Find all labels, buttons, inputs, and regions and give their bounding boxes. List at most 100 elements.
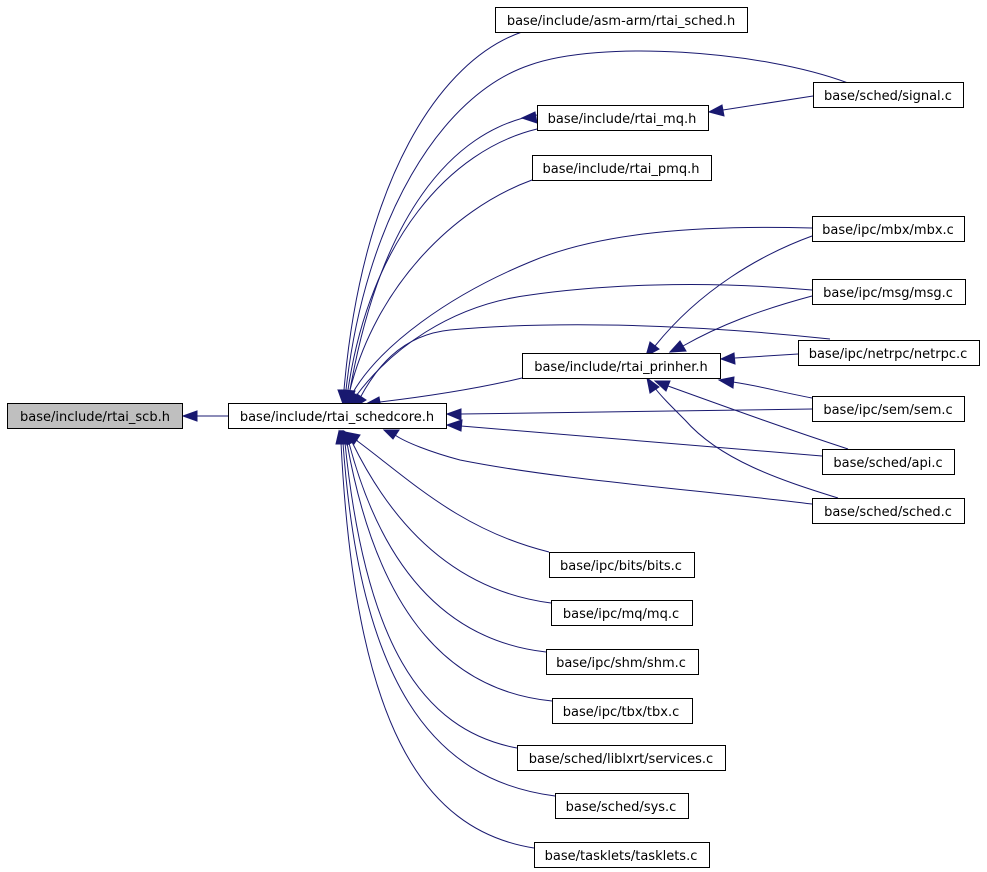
edge-sem-to-prinher: [732, 381, 813, 399]
node-label[interactable]: base/sched/sys.c: [566, 800, 677, 815]
node-box: [517, 745, 726, 771]
edge-arrowhead: [707, 104, 725, 117]
node-layer: base/include/rtai_scb.h base/include/rta…: [7, 7, 980, 868]
node-label[interactable]: base/tasklets/tasklets.c: [545, 849, 698, 864]
node-label[interactable]: base/include/rtai_mq.h: [548, 112, 697, 127]
edge-arrowhead: [668, 340, 687, 353]
edge-rtai-mq-to-schedcore: [347, 128, 538, 391]
node-label[interactable]: base/include/rtai_schedcore.h: [240, 410, 434, 425]
node-ipc-sem-c[interactable]: base/ipc/sem/sem.c: [812, 396, 965, 422]
node-sched-sys-c[interactable]: base/sched/sys.c: [555, 793, 689, 819]
node-box: [555, 793, 689, 819]
edge-netrpc-to-prinher: [734, 353, 799, 359]
edge-tbx-to-schedcore: [346, 442, 553, 702]
node-label[interactable]: base/ipc/sem/sem.c: [823, 403, 952, 418]
node-ipc-mbx-c[interactable]: base/ipc/mbx/mbx.c: [812, 216, 965, 242]
edge-signal-to-rtai-mq: [722, 95, 814, 111]
edge-msg-to-prinher: [682, 295, 813, 347]
node-label[interactable]: base/sched/liblxrt/services.c: [529, 752, 713, 767]
node-ipc-msg-c[interactable]: base/ipc/msg/msg.c: [812, 279, 966, 305]
edge-arrowhead: [181, 410, 198, 422]
node-box: [551, 600, 693, 626]
node-ipc-netrpc-c[interactable]: base/ipc/netrpc/netrpc.c: [798, 340, 980, 366]
edge-arrowhead: [335, 429, 347, 445]
edge-arrowhead: [520, 111, 538, 124]
node-label[interactable]: base/sched/sched.c: [824, 505, 952, 520]
node-label[interactable]: base/ipc/netrpc/netrpc.c: [809, 347, 968, 362]
edge-api-to-schedcore: [460, 425, 823, 457]
node-box: [522, 353, 721, 379]
edge-prinher-to-schedcore: [379, 377, 523, 403]
edge-arrowhead: [717, 376, 735, 389]
edge-mbx-to-prinher: [654, 235, 813, 347]
node-box: [228, 403, 447, 429]
edge-rtai-mq-upper-curve: [349, 114, 538, 391]
node-rtai-mq-h[interactable]: base/include/rtai_mq.h: [537, 105, 709, 131]
edge-mbx-to-schedcore: [351, 226, 813, 395]
node-box: [798, 340, 980, 366]
node-label[interactable]: base/include/rtai_pmq.h: [543, 162, 700, 177]
edge-netrpc-to-schedcore: [359, 324, 831, 399]
node-box: [532, 155, 712, 181]
node-box: [495, 7, 748, 33]
node-box: [822, 449, 955, 475]
node-sched-sched-c[interactable]: base/sched/sched.c: [812, 498, 965, 524]
edge-sem-to-schedcore: [460, 408, 813, 415]
node-box: [534, 842, 710, 868]
edge-layer: [181, 31, 849, 849]
edge-arrowhead: [445, 419, 463, 432]
edge-msg-to-schedcore: [355, 284, 813, 397]
node-label: base/include/rtai_scb.h: [20, 410, 170, 425]
node-asm-arm-rtai-sched-h[interactable]: base/include/asm-arm/rtai_sched.h: [495, 7, 748, 33]
edge-sys-to-schedcore: [342, 442, 556, 797]
node-label[interactable]: base/ipc/bits/bits.c: [560, 559, 682, 574]
edge-arrowhead: [382, 429, 400, 440]
node-box: [812, 396, 965, 422]
node-label[interactable]: base/ipc/shm/shm.c: [556, 656, 686, 671]
node-box: [813, 82, 964, 108]
node-box: [552, 698, 693, 724]
node-rtai-schedcore-h[interactable]: base/include/rtai_schedcore.h: [228, 403, 447, 429]
edge-sched-to-schedcore: [394, 434, 813, 505]
edge-sched-to-prinher: [654, 387, 839, 499]
node-label[interactable]: base/ipc/mq/mq.c: [563, 607, 679, 622]
edge-services-to-schedcore: [344, 442, 518, 749]
edge-shm-to-schedcore: [348, 442, 547, 653]
edge-arrowhead: [653, 380, 671, 392]
node-ipc-tbx-c[interactable]: base/ipc/tbx/tbx.c: [552, 698, 693, 724]
node-ipc-bits-c[interactable]: base/ipc/bits/bits.c: [549, 552, 695, 578]
node-rtai-scb-h: base/include/rtai_scb.h: [7, 403, 183, 429]
edge-arrowhead: [719, 352, 736, 365]
node-label[interactable]: base/include/rtai_prinher.h: [534, 360, 708, 375]
edge-signal-to-schedcore: [345, 50, 849, 391]
edge-arrowhead: [646, 376, 660, 394]
edge-arrowhead: [645, 341, 660, 358]
node-label[interactable]: base/include/asm-arm/rtai_sched.h: [507, 14, 735, 29]
edge-tasklets-to-schedcore: [340, 442, 535, 849]
node-label[interactable]: base/sched/api.c: [833, 456, 942, 471]
edge-mq-to-schedcore: [351, 441, 552, 604]
node-label[interactable]: base/ipc/msg/msg.c: [823, 286, 953, 301]
node-ipc-mq-c[interactable]: base/ipc/mq/mq.c: [551, 600, 693, 626]
edge-api-to-prinher: [667, 385, 849, 450]
node-sched-signal-c[interactable]: base/sched/signal.c: [813, 82, 964, 108]
node-box: [549, 552, 695, 578]
edge-arrowhead: [445, 408, 462, 421]
node-label[interactable]: base/sched/signal.c: [824, 89, 952, 104]
edge-bits-to-schedcore: [355, 439, 550, 553]
node-box: [546, 649, 699, 675]
node-box: [7, 403, 183, 429]
edge-rtai-pmq-to-schedcore: [349, 179, 533, 391]
node-sched-liblxrt-services-c[interactable]: base/sched/liblxrt/services.c: [517, 745, 726, 771]
node-label[interactable]: base/ipc/mbx/mbx.c: [822, 223, 954, 238]
node-tasklets-c[interactable]: base/tasklets/tasklets.c: [534, 842, 710, 868]
node-ipc-shm-c[interactable]: base/ipc/shm/shm.c: [546, 649, 699, 675]
node-rtai-pmq-h[interactable]: base/include/rtai_pmq.h: [532, 155, 712, 181]
node-sched-api-c[interactable]: base/sched/api.c: [822, 449, 955, 475]
node-rtai-prinher-h[interactable]: base/include/rtai_prinher.h: [522, 353, 721, 379]
node-label[interactable]: base/ipc/tbx/tbx.c: [563, 705, 680, 720]
node-box: [812, 279, 966, 305]
edge-asm-arm-sched-to-schedcore: [343, 31, 523, 391]
